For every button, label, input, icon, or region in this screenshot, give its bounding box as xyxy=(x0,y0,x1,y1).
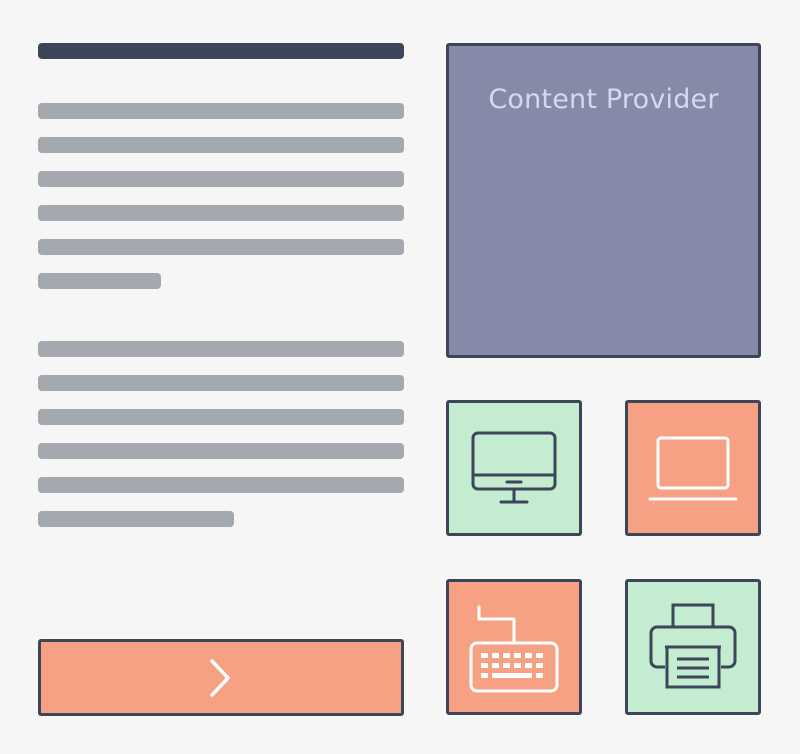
monitor-icon xyxy=(471,431,557,504)
keyboard-tile[interactable] xyxy=(446,579,582,715)
printer-tile[interactable] xyxy=(625,579,761,715)
text-line-placeholder xyxy=(38,375,404,391)
text-line-placeholder xyxy=(38,239,404,255)
text-line-placeholder xyxy=(38,477,404,493)
monitor-tile[interactable] xyxy=(446,400,582,536)
text-line-placeholder xyxy=(38,409,404,425)
content-provider-panel: Content Provider xyxy=(446,43,761,358)
laptop-tile[interactable] xyxy=(625,400,761,536)
keyboard-icon xyxy=(469,605,559,693)
text-line-placeholder xyxy=(38,205,404,221)
text-line-placeholder xyxy=(38,171,404,187)
text-line-placeholder xyxy=(38,443,404,459)
next-button[interactable] xyxy=(38,639,404,716)
text-line-placeholder xyxy=(38,511,234,527)
text-line-placeholder xyxy=(38,273,161,289)
text-line-placeholder xyxy=(38,341,404,357)
printer-icon xyxy=(649,603,737,689)
heading-placeholder xyxy=(38,43,404,59)
laptop-icon xyxy=(648,436,738,501)
chevron-right-icon xyxy=(210,658,230,697)
content-provider-label: Content Provider xyxy=(488,84,719,115)
text-line-placeholder xyxy=(38,137,404,153)
text-line-placeholder xyxy=(38,103,404,119)
